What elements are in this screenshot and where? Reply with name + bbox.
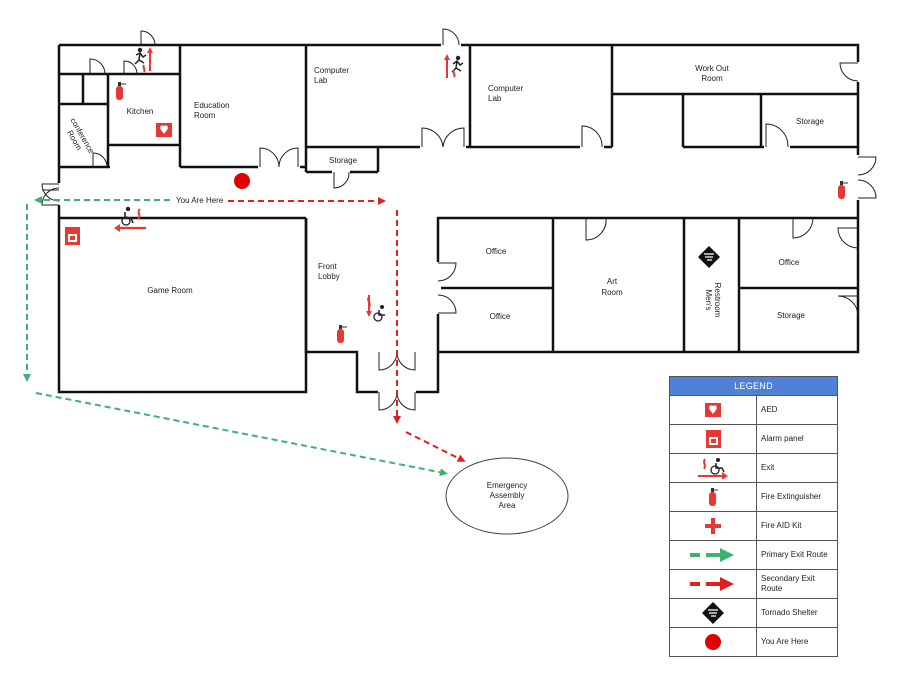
room-label-storage-small: Storage — [329, 156, 358, 165]
room-label-front-lobby-2: Lobby — [318, 272, 340, 281]
exit-icon — [444, 54, 464, 78]
room-label-art: Art — [607, 277, 618, 286]
legend-label: Primary Exit Route — [756, 540, 838, 570]
legend-row: Fire Extinguisher — [669, 482, 838, 512]
door-swings — [41, 28, 877, 411]
room-label-storage-right: Storage — [796, 117, 825, 126]
legend-label: Secondary Exit Route — [756, 569, 838, 599]
fire-extinguisher-icon — [116, 82, 126, 100]
legend-label: Tornado Shelter — [756, 598, 838, 628]
room-label-computer-lab-1: Computer — [314, 66, 349, 75]
room-label-art-2: Room — [601, 288, 623, 297]
room-label-storage-bottom: Storage — [777, 311, 806, 320]
assembly-label-3: Area — [499, 501, 516, 510]
exit-icon — [366, 295, 385, 322]
aed-icon — [705, 403, 721, 417]
legend-label: You Are Here — [756, 627, 838, 657]
tornado-shelter-icon — [702, 602, 724, 624]
room-label-work-out: Work Out — [695, 64, 729, 73]
room-label-work-out-2: Room — [701, 74, 723, 83]
secondary-exit-route-icon — [690, 577, 734, 591]
assembly-area — [445, 457, 569, 535]
legend-row: Secondary Exit Route — [669, 569, 838, 599]
room-label-computer-lab-2: Computer — [488, 84, 523, 93]
room-label-mens-restroom: Men's — [704, 289, 713, 310]
assembly-label-1: Emergency — [487, 481, 527, 490]
room-label-office-2: Office — [490, 312, 511, 321]
assembly-label-2: Assembly — [490, 491, 525, 500]
exit-routes — [23, 196, 466, 477]
legend-row: Tornado Shelter — [669, 598, 838, 628]
you-are-here-label: You Are Here — [176, 196, 224, 205]
room-labels: Kitchen conference Room Education Room C… — [65, 64, 825, 321]
room-label-mens-restroom-2: Restroom — [713, 283, 722, 318]
legend-row: You Are Here — [669, 627, 838, 657]
primary-route-segment-3 — [35, 392, 448, 477]
exit-icon — [134, 47, 153, 73]
legend-label: Alarm panel — [756, 424, 838, 454]
you-are-here-icon — [705, 634, 721, 650]
aed-icon — [156, 123, 172, 137]
room-label-game-room: Game Room — [147, 286, 193, 295]
room-label-kitchen: Kitchen — [127, 107, 154, 116]
room-label-education: Education — [194, 101, 230, 110]
room-label-office-3: Office — [779, 258, 800, 267]
exit-icon — [698, 458, 728, 479]
room-label-office-1: Office — [486, 247, 507, 256]
legend-row: Exit — [669, 453, 838, 483]
tornado-shelter-icon — [698, 246, 720, 268]
building-walls — [57, 43, 860, 394]
legend-label: Exit — [756, 453, 838, 483]
room-label-computer-lab-1b: Lab — [314, 76, 328, 85]
legend: LEGEND AED Alarm panel Exit Fire Extingu… — [669, 376, 838, 657]
legend-label: AED — [756, 395, 838, 425]
legend-row: Primary Exit Route — [669, 540, 838, 570]
legend-title: LEGEND — [669, 376, 838, 396]
alarm-panel-icon — [65, 227, 80, 245]
legend-label: Fire Extinguisher — [756, 482, 838, 512]
legend-row: AED — [669, 395, 838, 425]
room-label-education-2: Room — [194, 111, 216, 120]
legend-label: Fire AID Kit — [756, 511, 838, 541]
fire-extinguisher-icon — [337, 325, 347, 343]
exit-icon — [114, 206, 146, 232]
secondary-route-segment-3 — [405, 431, 466, 462]
room-label-computer-lab-2b: Lab — [488, 94, 502, 103]
first-aid-icon — [705, 518, 721, 534]
you-are-here-marker — [234, 173, 250, 189]
fire-extinguisher-icon — [838, 181, 848, 199]
alarm-panel-icon — [705, 430, 721, 448]
room-label-front-lobby: Front — [318, 262, 337, 271]
primary-exit-route-icon — [690, 548, 734, 562]
fire-extinguisher-icon — [709, 488, 718, 506]
legend-row: Alarm panel — [669, 424, 838, 454]
legend-row: Fire AID Kit — [669, 511, 838, 541]
